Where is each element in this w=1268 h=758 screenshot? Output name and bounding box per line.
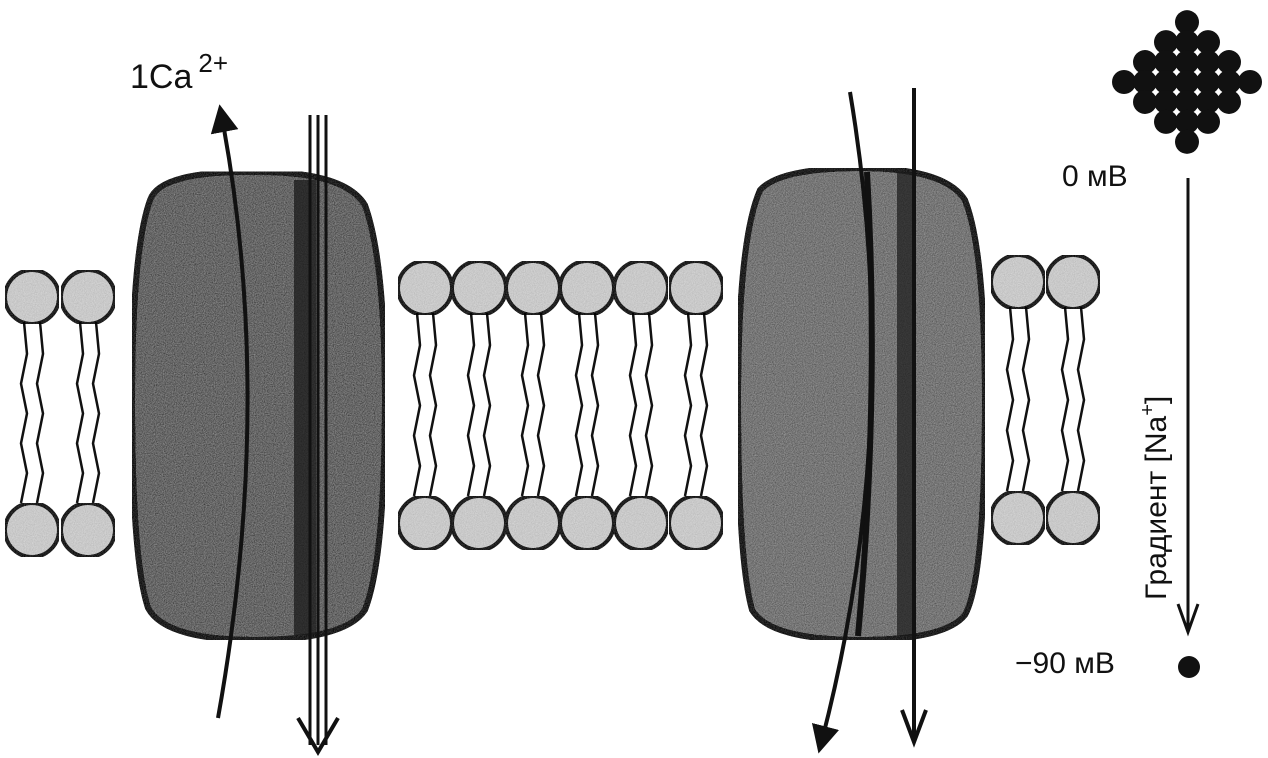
phospholipid	[1044, 253, 1102, 547]
ion-dot	[1154, 30, 1178, 55]
lipid-head	[667, 494, 725, 552]
ion-dot	[1217, 50, 1241, 75]
lipid-head	[667, 259, 725, 317]
gradient-label: Градиент [Na+]	[1137, 395, 1173, 600]
ion-dot	[1133, 50, 1157, 75]
phospholipid	[396, 259, 454, 552]
lipid-head	[1044, 489, 1102, 547]
potential-bottom-label: −90 мВ	[1015, 647, 1115, 680]
low-concentration-dot	[1178, 656, 1200, 678]
phospholipid	[3, 268, 61, 559]
ion-dot	[1112, 70, 1136, 94]
lipid-head	[450, 259, 508, 317]
ion-dot	[1175, 30, 1199, 55]
ion-dot	[1154, 109, 1178, 134]
lipid-head	[3, 501, 61, 559]
lipid-head	[59, 501, 117, 559]
lipid-head	[396, 494, 454, 552]
gradient-arrow	[1176, 178, 1200, 637]
lipid-head	[558, 259, 616, 317]
lipid-head	[396, 259, 454, 317]
calcium-efflux-arrow	[210, 104, 250, 719]
ion-dot	[1196, 70, 1220, 94]
ion-dot	[1154, 89, 1178, 114]
ion-dot	[1217, 89, 1241, 114]
lipid-head	[558, 494, 616, 552]
exchanger-protein-left	[128, 168, 389, 644]
lipid-bilayer-middle	[396, 259, 725, 552]
lipid-head	[612, 259, 670, 317]
straight-arrow-right	[900, 88, 928, 748]
high-concentration-cluster	[1112, 10, 1262, 154]
ion-dot	[1154, 70, 1178, 94]
ion-dot	[1175, 129, 1199, 154]
lipid-head	[504, 259, 562, 317]
calcium-charge: 2+	[198, 48, 229, 78]
ion-dot	[1175, 10, 1199, 35]
lipid-head	[989, 489, 1047, 547]
lipid-head	[612, 494, 670, 552]
sodium-influx-arrow-left	[296, 115, 340, 756]
ion-dot	[1196, 109, 1220, 134]
ion-dot	[1217, 70, 1241, 94]
ion-dot	[1196, 89, 1220, 114]
lipid-head	[450, 494, 508, 552]
ion-dot	[1175, 70, 1199, 94]
ion-dot	[1175, 109, 1199, 134]
phospholipid	[504, 259, 562, 552]
ion-dot	[1196, 30, 1220, 55]
lipid-bilayer-left	[3, 268, 117, 559]
phospholipid	[59, 268, 117, 559]
lipid-head	[59, 268, 117, 326]
channel-protein-right	[734, 164, 989, 644]
ion-dot	[1133, 70, 1157, 94]
ion-dot	[1154, 50, 1178, 75]
phospholipid	[612, 259, 670, 552]
lipid-bilayer-right	[989, 253, 1102, 547]
phospholipid	[667, 259, 725, 552]
potential-top-label: 0 мВ	[1062, 160, 1128, 193]
ion-dot	[1175, 89, 1199, 114]
lipid-head	[3, 268, 61, 326]
curved-arrow-right	[811, 91, 874, 754]
phospholipid	[558, 259, 616, 552]
lipid-head	[504, 494, 562, 552]
ion-dot	[1175, 50, 1199, 75]
ion-dot	[1196, 50, 1220, 75]
phospholipid	[989, 253, 1047, 547]
lipid-head	[1044, 253, 1102, 311]
phospholipid	[450, 259, 508, 552]
ion-dot	[1238, 70, 1262, 94]
lipid-head	[989, 253, 1047, 311]
ion-dot	[1133, 89, 1157, 114]
